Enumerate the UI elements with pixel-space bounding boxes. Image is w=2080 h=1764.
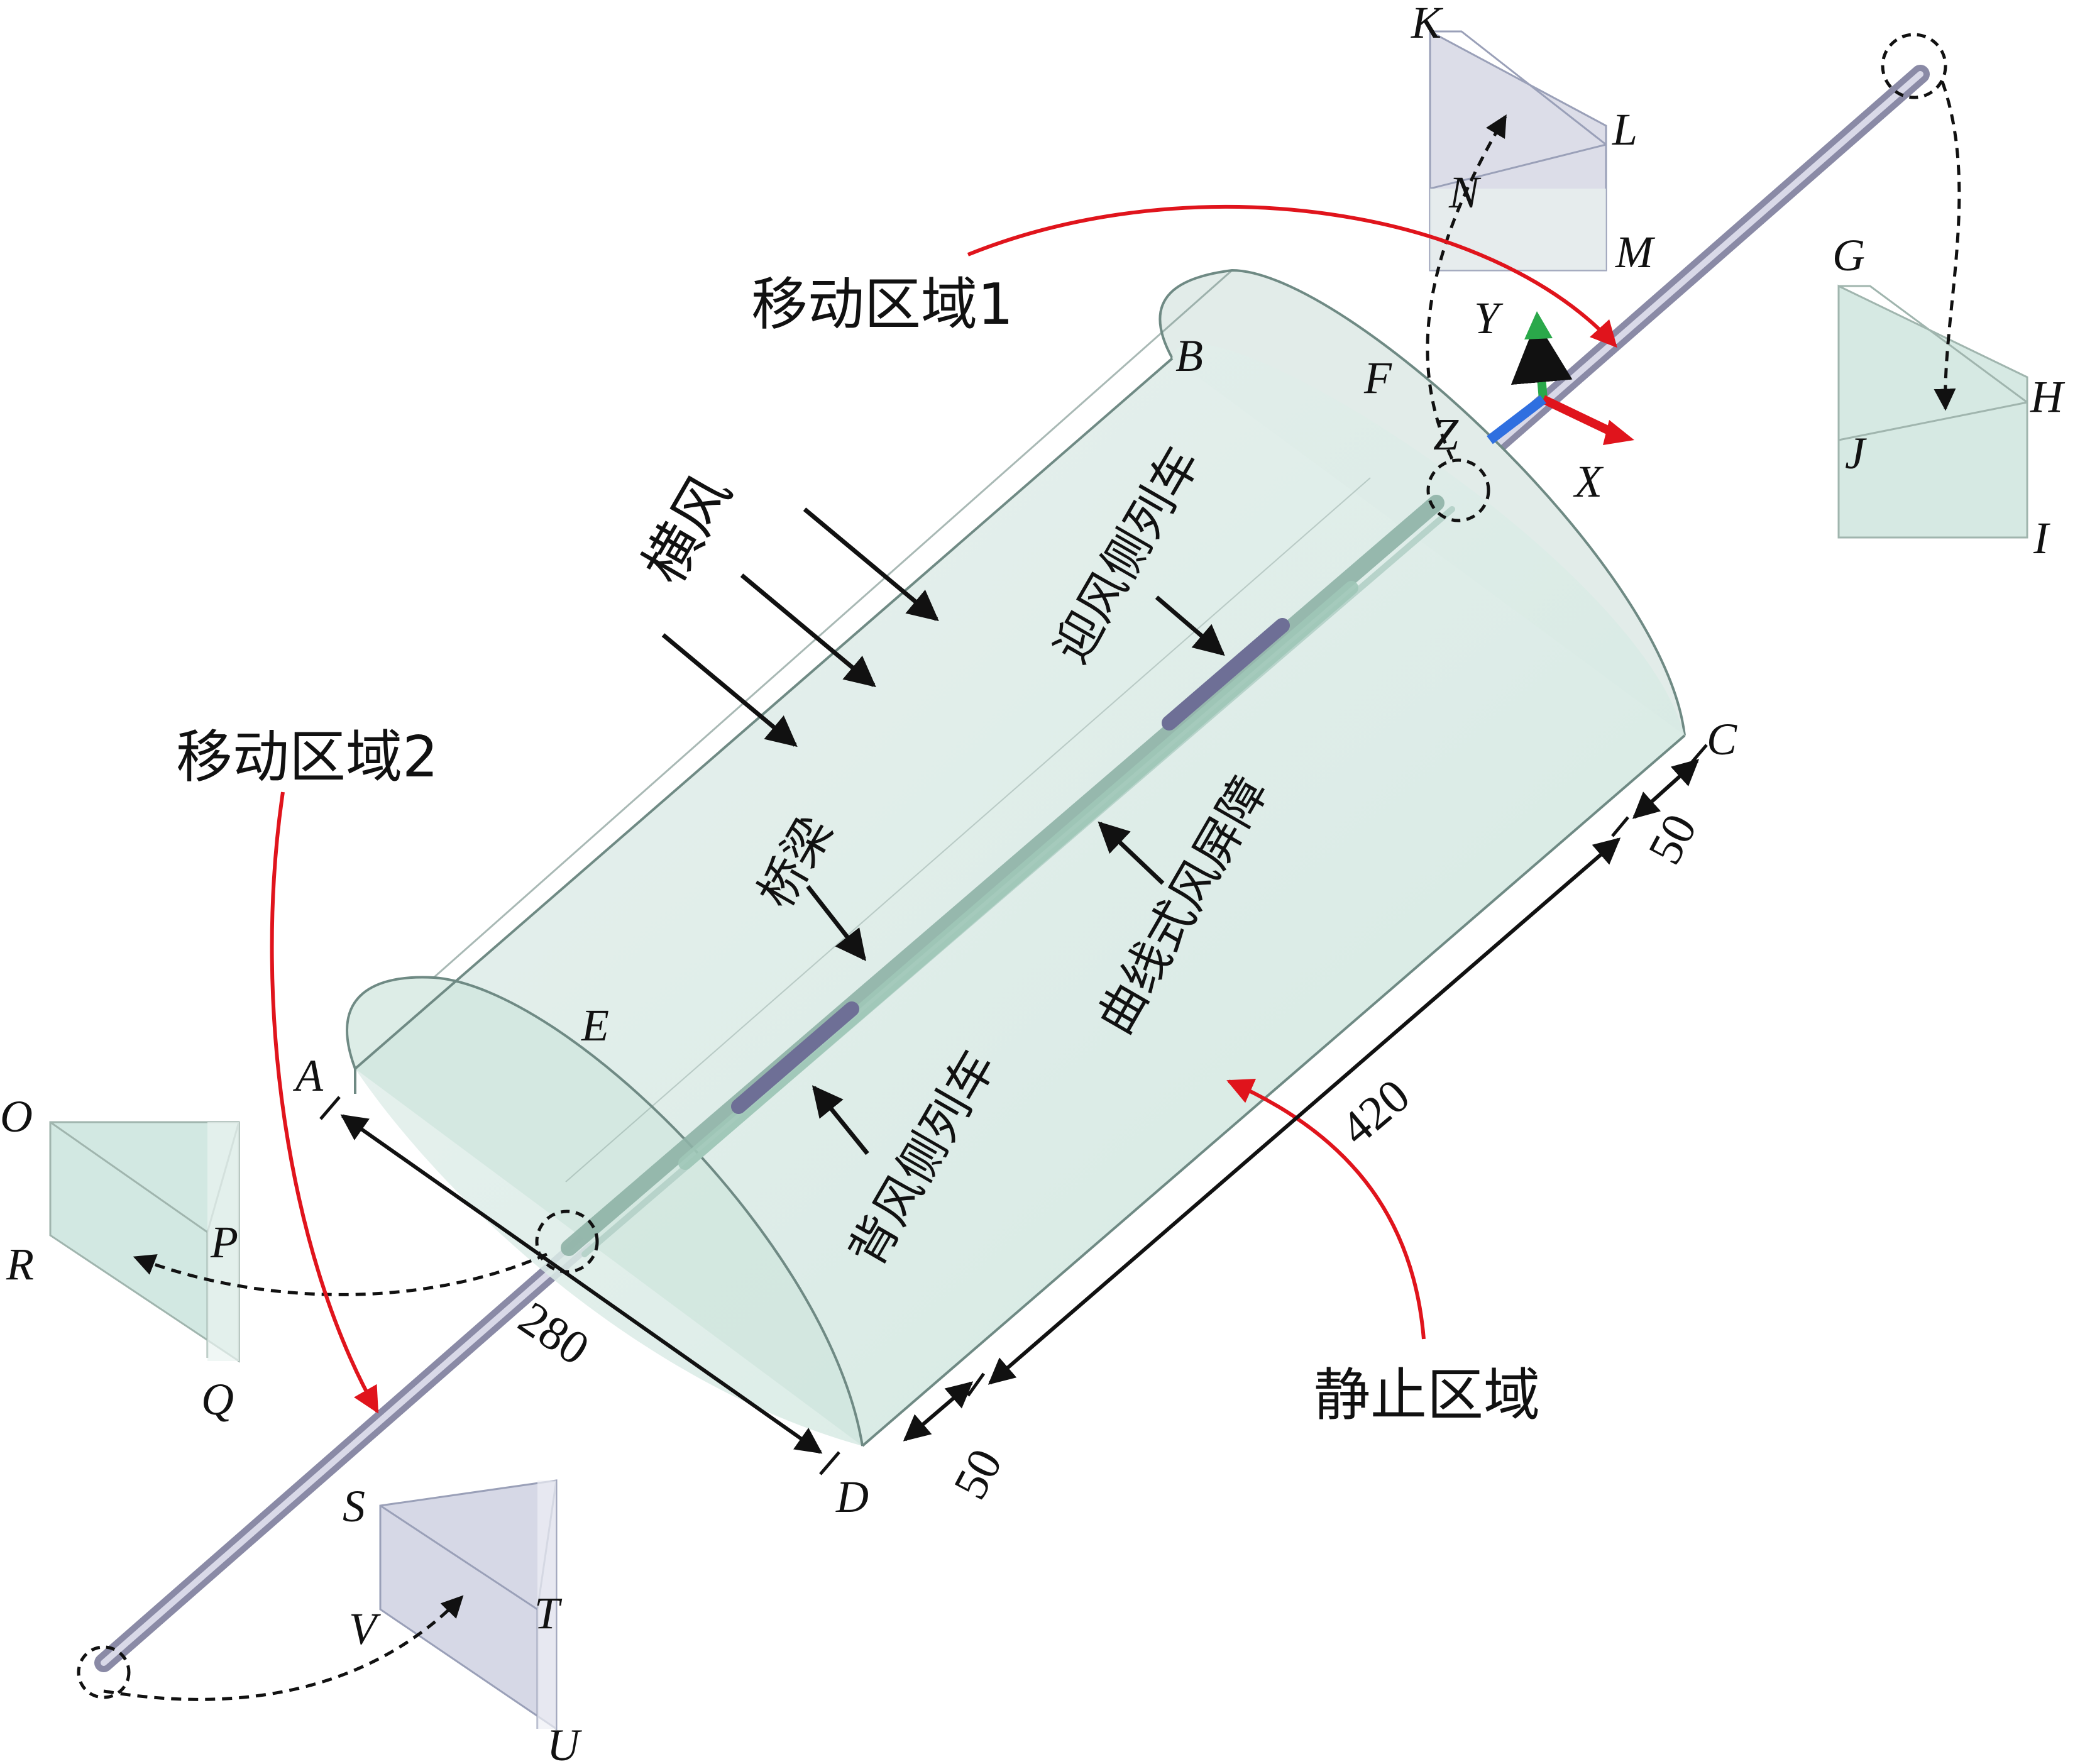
point-O: O (0, 1091, 33, 1142)
point-J: J (1845, 428, 1867, 478)
point-U: U (547, 1720, 582, 1764)
dimension-lines (319, 744, 1708, 1475)
point-F: F (1363, 353, 1392, 403)
box-stuv: S T U V (343, 1479, 582, 1764)
label-zone-moving-1: 移动区域1 (751, 272, 1013, 338)
point-E: E (581, 1000, 609, 1050)
point-L: L (1612, 104, 1637, 155)
coordinate-axes: Y X Z (1433, 293, 1634, 507)
box-klmn: K L M N (1411, 0, 1656, 277)
label-zone-static: 静止区域 (1314, 1362, 1540, 1428)
point-R: R (6, 1239, 34, 1289)
point-P: P (210, 1217, 238, 1267)
axis-label-z: Z (1433, 409, 1459, 460)
crosswind-arrows (661, 507, 939, 747)
point-A: A (293, 1050, 324, 1101)
axis-label-y: Y (1474, 293, 1504, 343)
point-K: K (1411, 0, 1444, 48)
point-G: G (1832, 230, 1865, 280)
point-C: C (1707, 714, 1737, 764)
windward-train (1162, 618, 1290, 730)
axis-label-x: X (1573, 456, 1604, 507)
dimension-gap-front-50: 50 (944, 1440, 1013, 1508)
point-I: I (2033, 513, 2050, 563)
point-Q: Q (201, 1374, 234, 1425)
label-crosswind: 横风 (630, 464, 744, 595)
point-D: D (835, 1472, 869, 1522)
box-ghij: G H I J (1832, 230, 2066, 563)
point-S: S (343, 1481, 365, 1531)
point-B: B (1175, 331, 1203, 381)
point-M: M (1615, 227, 1656, 277)
leeward-train (731, 1001, 859, 1114)
label-zone-moving-2: 移动区域2 (176, 724, 438, 790)
dimension-length-420: 420 (1331, 1069, 1419, 1155)
point-T: T (534, 1588, 563, 1638)
box-opqr: O P Q R (0, 1091, 240, 1425)
dimension-gap-back-50: 50 (1638, 805, 1707, 873)
point-H: H (2030, 372, 2066, 422)
point-V: V (349, 1604, 381, 1654)
